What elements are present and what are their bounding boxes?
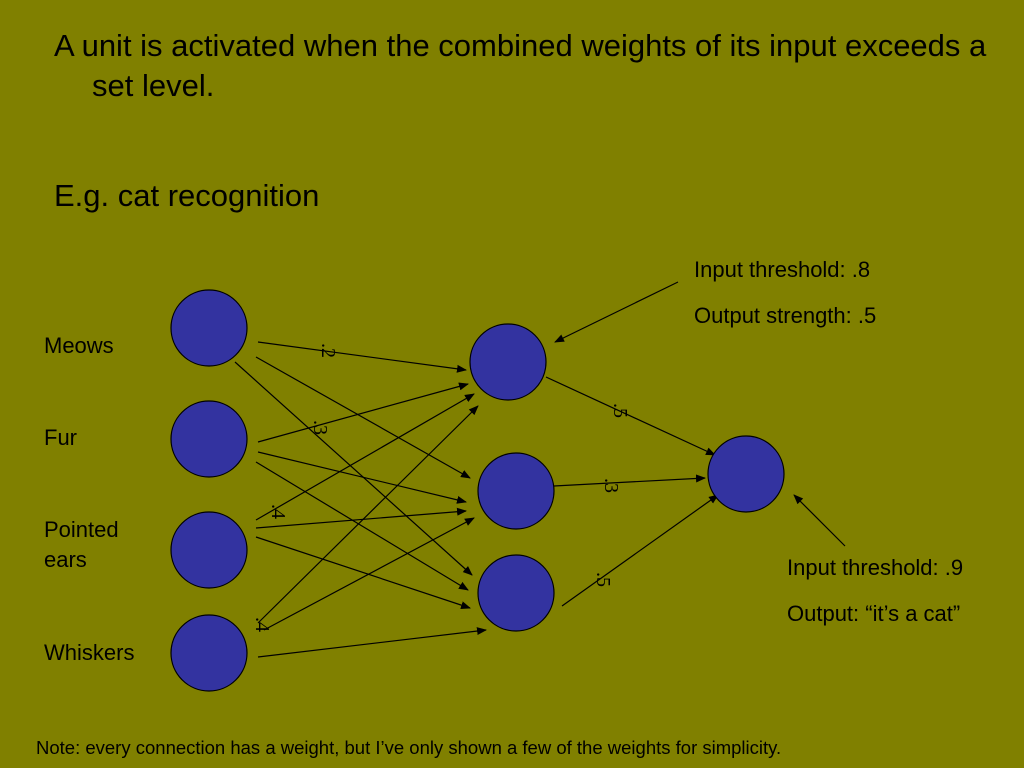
footnote: Note: every connection has a weight, but… (36, 737, 782, 758)
hidden-node-2 (477, 452, 555, 530)
weight-label-fur: .3 (309, 420, 331, 435)
input-label-meows: Meows (44, 333, 114, 358)
input-label-fur: Fur (44, 425, 77, 450)
output-result-label: Output: “it’s a cat” (787, 601, 961, 626)
hidden-threshold-label: Input threshold: .8 (694, 257, 871, 282)
output-threshold-label: Input threshold: .9 (787, 555, 964, 580)
nodes (170, 289, 785, 692)
edge-meows-hidden1 (257, 341, 467, 373)
weight-label-hidden1: .5 (609, 403, 631, 418)
edge-whiskers-hidden2 (263, 517, 475, 631)
edge-fur-hidden1 (257, 382, 469, 443)
slide-subtitle: E.g. cat recognition (54, 178, 320, 213)
edge-hidden1-output (545, 376, 716, 456)
edge-meows-hidden2 (255, 356, 471, 479)
edge-fur-hidden2 (257, 451, 467, 504)
edge-fur-hidden3 (255, 461, 469, 591)
hidden-output-strength-label: Output strength: .5 (694, 303, 877, 328)
input-label-whiskers: Whiskers (44, 640, 135, 665)
weight-label-ears: .4 (267, 504, 289, 519)
weight-labels: .2 .3 .4 .4 .5 .3 .5 (251, 343, 631, 632)
edge-whiskers-hidden3 (257, 627, 487, 658)
hidden-node-1 (469, 323, 547, 401)
weight-label-whiskers: .4 (251, 617, 273, 632)
hidden-node-3 (477, 554, 555, 632)
slide-title: A unit is activated when the combined we… (54, 28, 987, 103)
edge-whiskers-hidden1 (257, 405, 479, 624)
edge-hidden3-output (561, 494, 719, 607)
input-node-whiskers (170, 614, 248, 692)
edge-hidden2-output (553, 474, 706, 487)
weight-label-hidden2: .3 (600, 478, 622, 493)
output-node (707, 435, 785, 513)
input-node-meows (170, 289, 248, 367)
annotation-arrow-output (793, 494, 846, 547)
edge-ears-hidden3 (255, 536, 471, 609)
input-label-pointed-ears: Pointed ears (44, 517, 119, 572)
input-node-pointed-ears (170, 511, 248, 589)
annotation-arrow-hidden (554, 281, 679, 343)
edge-meows-hidden3 (234, 361, 473, 576)
edge-ears-hidden1 (255, 393, 475, 521)
weight-label-meows: .2 (317, 343, 339, 358)
edge-ears-hidden2 (255, 507, 467, 529)
input-node-fur (170, 400, 248, 478)
weight-label-hidden3: .5 (592, 572, 614, 587)
connections (234, 281, 846, 658)
